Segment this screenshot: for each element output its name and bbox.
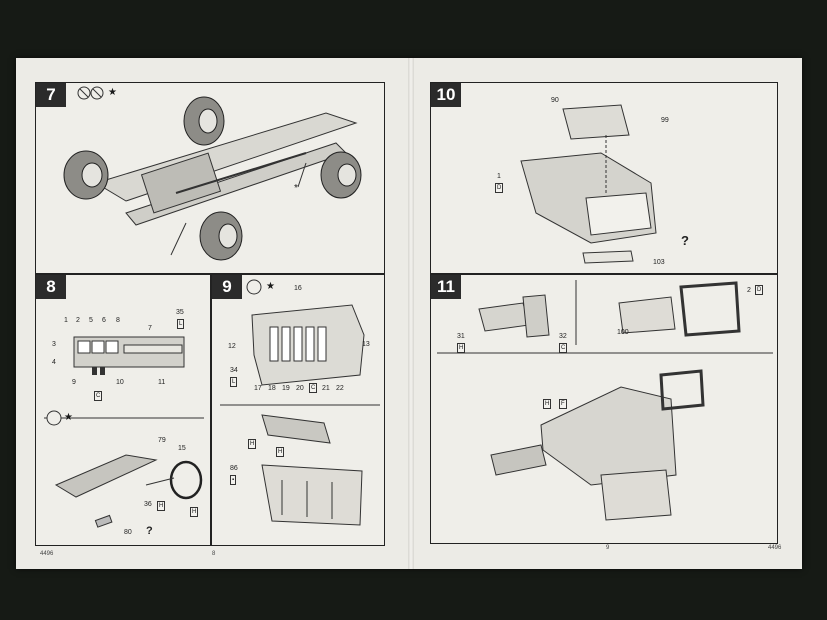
step-11-panel: 11 31 H 32 C 2 D 100 H F	[430, 274, 778, 544]
step-9-panel: 9 ★ 16 12 13 34 L 17 18 19 20 C 21 22 H …	[211, 274, 385, 546]
product-code: 4496	[40, 551, 54, 557]
question-icon: ?	[681, 233, 689, 248]
chassis-drawing	[63, 86, 362, 261]
cab-interior-drawing	[520, 104, 657, 264]
step-7-panel: 7 ★ *	[35, 82, 385, 274]
step-number: 7	[36, 83, 66, 107]
seat-drawing	[220, 279, 380, 526]
step-number: 8	[36, 275, 66, 299]
cab-body-drawing	[437, 280, 773, 521]
step-number: 11	[431, 275, 461, 299]
page-number: 9	[606, 545, 610, 551]
page-fold	[408, 58, 414, 569]
dashboard-drawing	[44, 336, 204, 528]
step-number: 9	[212, 275, 242, 299]
star-icon: ★	[64, 412, 73, 423]
step-8-panel: 8 1 2 5 6 8 3 4 7 35 L 9 10 11 C ★ 79 15…	[35, 274, 211, 546]
step-number: 10	[431, 83, 461, 107]
star-icon: ★	[108, 87, 117, 98]
question-icon: ?	[146, 525, 153, 537]
product-code: 4496	[768, 545, 782, 551]
step-10-panel: 10 90 99 1 D 103 ?	[430, 82, 778, 274]
star-icon: *	[294, 183, 298, 194]
page-number: 8	[212, 551, 216, 557]
star-icon: ★	[266, 281, 275, 292]
